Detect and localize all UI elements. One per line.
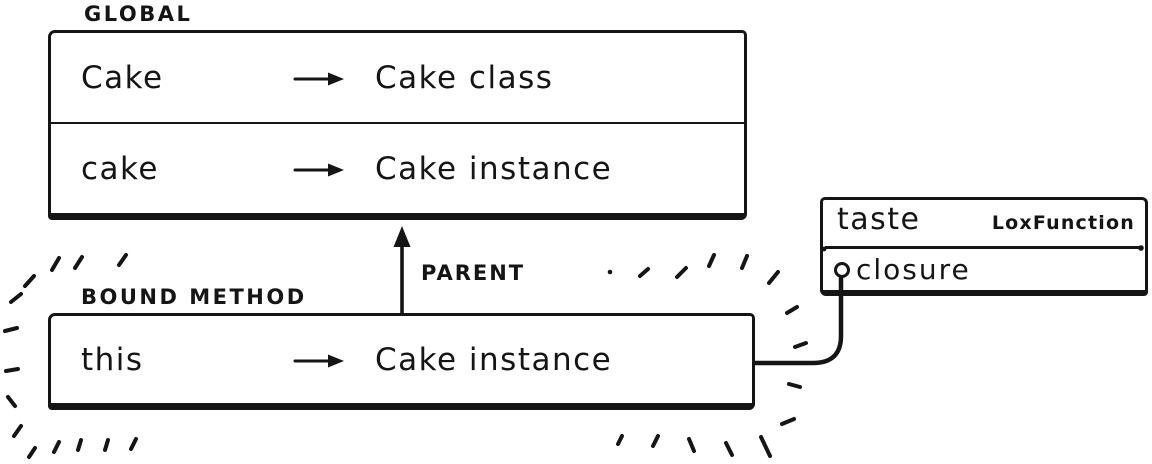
global-env-box: Cake Cake class cake Cake instance bbox=[48, 30, 747, 220]
variable-name: Cake bbox=[81, 59, 164, 96]
closure-pointer-dot bbox=[834, 261, 850, 278]
parent-arrow-icon bbox=[393, 226, 411, 314]
lox-function-header: taste LoxFunction bbox=[823, 200, 1145, 246]
bound-method-env-box: this Cake instance bbox=[48, 313, 755, 410]
global-env-label: GLOBAL bbox=[84, 2, 193, 26]
env-row-this: this Cake instance bbox=[51, 316, 752, 403]
row-divider bbox=[51, 122, 744, 124]
env-row-cake-class: Cake Cake class bbox=[51, 33, 744, 122]
arrow-right-icon bbox=[293, 354, 344, 367]
bound-method-env-label: BOUND METHOD bbox=[81, 285, 307, 309]
closure-field-label: closure bbox=[856, 253, 971, 286]
function-name: taste bbox=[837, 202, 921, 237]
closure-field-row: closure bbox=[823, 249, 1145, 290]
arrow-right-icon bbox=[293, 163, 344, 176]
variable-value: Cake instance bbox=[375, 150, 613, 187]
variable-name: cake bbox=[81, 150, 159, 187]
function-type-label: LoxFunction bbox=[991, 212, 1135, 234]
lox-function-box: taste LoxFunction closure bbox=[820, 197, 1148, 296]
variable-name: this bbox=[81, 341, 144, 378]
parent-arrow-label: PARENT bbox=[421, 261, 526, 285]
env-row-cake-instance: cake Cake instance bbox=[51, 124, 744, 213]
arrow-right-icon bbox=[293, 72, 344, 85]
function-header-divider bbox=[825, 246, 1143, 249]
variable-value: Cake class bbox=[375, 59, 554, 96]
variable-value: Cake instance bbox=[375, 341, 613, 378]
